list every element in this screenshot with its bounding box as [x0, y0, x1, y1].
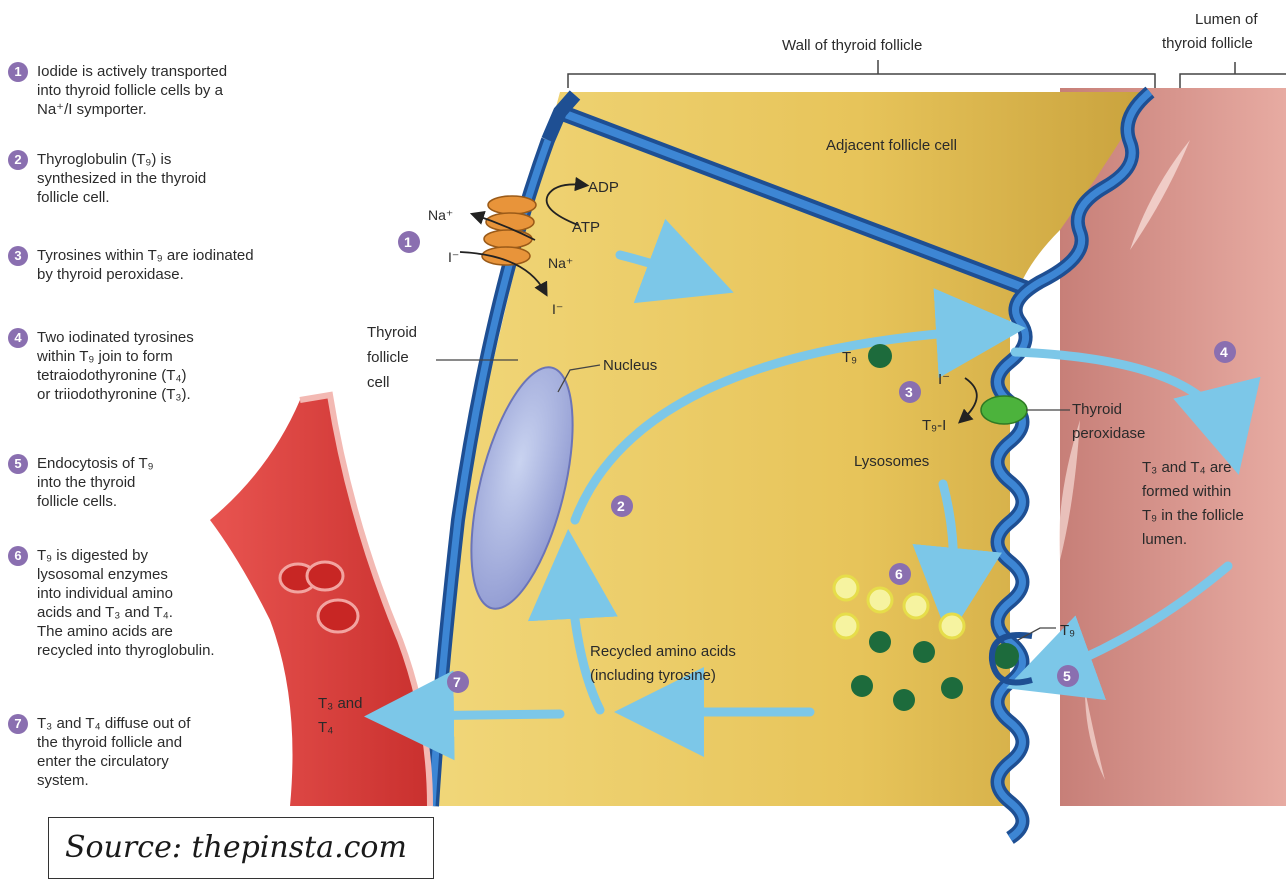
- t3-and-label: T₃ and: [318, 695, 362, 712]
- thyroid-cell-label-2: follicle: [367, 349, 409, 366]
- lumen-bracket: [1180, 62, 1286, 88]
- t4-label: T₄: [318, 719, 333, 736]
- thyroid-cell-label-3: cell: [367, 374, 390, 391]
- tg-top-label: T₉: [842, 349, 857, 366]
- formed-label-4: lumen.: [1142, 531, 1187, 548]
- source-caption: Source: thepinsta.com: [65, 830, 407, 865]
- step-text: Two iodinated tyrosines within T₉ join t…: [37, 328, 312, 404]
- svg-text:4: 4: [1220, 344, 1228, 360]
- step-text: Tyrosines within T₉ are iodinated by thy…: [37, 246, 312, 284]
- step-text: Endocytosis of T₉ into the thyroid folli…: [37, 454, 312, 511]
- step-text: Thyroglobulin (T₉) is synthesized in the…: [37, 150, 312, 207]
- lumen-label-line2: thyroid follicle: [1162, 35, 1253, 52]
- tg-endo-label: T₉: [1060, 622, 1075, 639]
- step-badge: 4: [8, 328, 28, 348]
- i-minus-label: I⁻: [938, 371, 950, 388]
- thyroid-peroxidase: [981, 396, 1027, 424]
- formed-label-2: formed within: [1142, 483, 1231, 500]
- formed-label-3: T₉ in the follicle: [1142, 507, 1244, 524]
- i-in-label: I⁻: [552, 301, 563, 317]
- formed-label-1: T₃ and T₄ are: [1142, 459, 1232, 476]
- na-in-label: Na⁺: [548, 255, 573, 271]
- svg-text:3: 3: [905, 384, 913, 400]
- i-out-label: I⁻: [448, 249, 459, 265]
- lysosomes-label: Lysosomes: [854, 453, 929, 470]
- svg-text:2: 2: [617, 498, 625, 514]
- step-badge: 6: [8, 546, 28, 566]
- recycled-label-1: Recycled amino acids: [590, 643, 736, 660]
- step-text: Iodide is actively transported into thyr…: [37, 62, 312, 119]
- svg-text:5: 5: [1063, 668, 1071, 684]
- recycled-label-2: (including tyrosine): [590, 667, 716, 684]
- wall-label: Wall of thyroid follicle: [782, 37, 922, 54]
- adjacent-cell-label: Adjacent follicle cell: [826, 137, 957, 154]
- tg-i-label: T₉-I: [922, 417, 946, 434]
- step-text: T₃ and T₄ diffuse out of the thyroid fol…: [37, 714, 312, 790]
- nucleus-label: Nucleus: [603, 357, 657, 374]
- peroxidase-label-1: Thyroid: [1072, 401, 1122, 418]
- thyroid-cell-label-1: Thyroid: [367, 324, 417, 341]
- svg-text:6: 6: [895, 566, 903, 582]
- wall-bracket: [568, 60, 1155, 88]
- svg-text:7: 7: [453, 674, 461, 690]
- step-badge: 7: [8, 714, 28, 734]
- source-caption-box: Source: thepinsta.com: [48, 817, 434, 879]
- thyroglobulin-particle: [868, 344, 892, 368]
- svg-text:1: 1: [404, 234, 412, 250]
- step-badge: 2: [8, 150, 28, 170]
- atp-label: ATP: [572, 219, 600, 236]
- na-out-label: Na⁺: [428, 207, 453, 223]
- lumen-label-line1: Lumen of: [1195, 11, 1258, 28]
- step-badge: 5: [8, 454, 28, 474]
- step-badge: 3: [8, 246, 28, 266]
- step-text: T₉ is digested by lysosomal enzymes into…: [37, 546, 312, 660]
- peroxidase-label-2: peroxidase: [1072, 425, 1145, 442]
- step-badge: 1: [8, 62, 28, 82]
- adp-label: ADP: [588, 179, 619, 196]
